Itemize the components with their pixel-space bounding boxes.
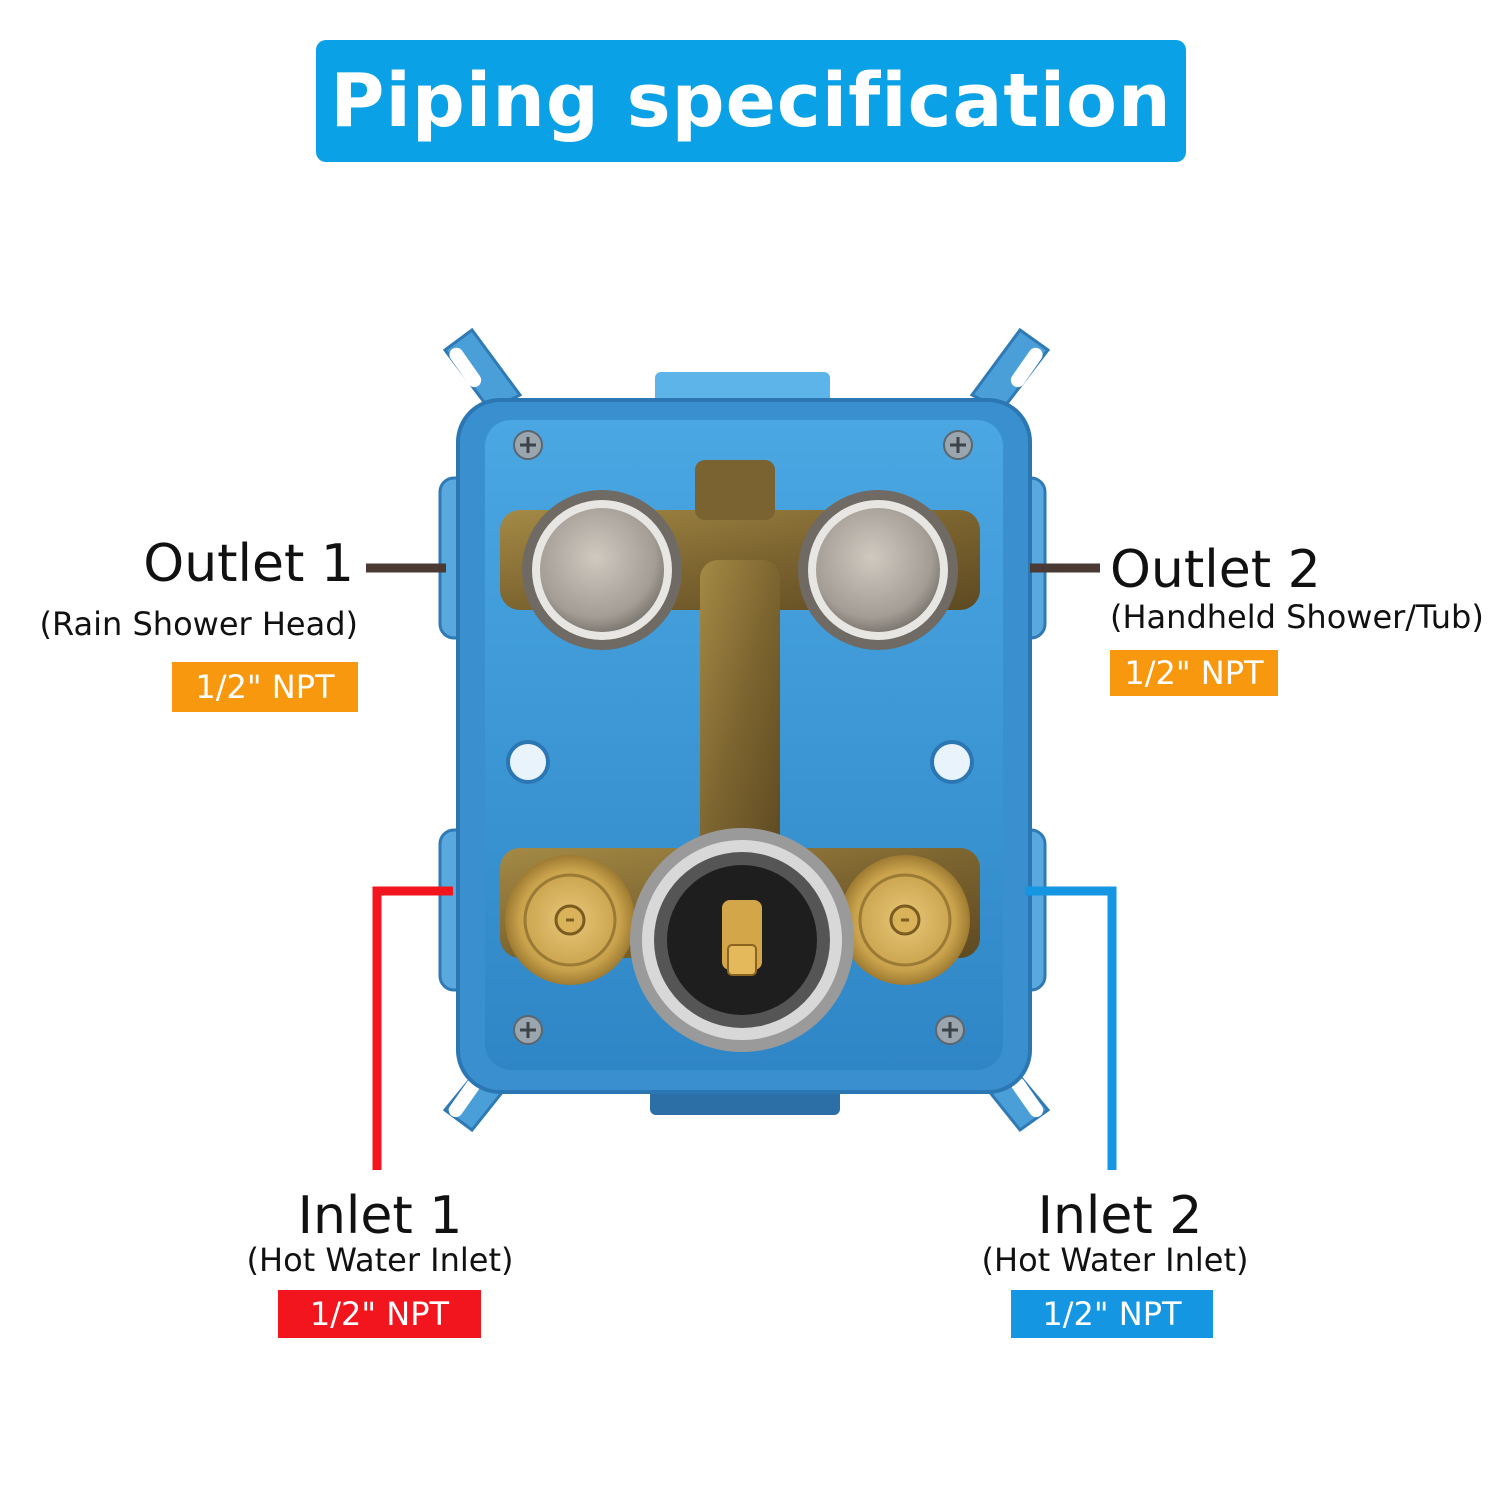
inlet2-description: (Hot Water Inlet) [981,1241,1249,1279]
screw-icon [513,430,543,460]
outlet2-spec: 1/2" NPT [1124,654,1264,692]
screw-icon [943,430,973,460]
outlet1-label: Outlet 1 [143,534,354,594]
mounting-hole-right [930,740,974,784]
screw-icon [935,1015,965,1045]
mounting-hole-left [506,740,550,784]
inlet2-label: Inlet 2 [1037,1186,1203,1246]
inlet1-line [372,886,453,1170]
outlet-cap-icon [522,490,682,650]
outlet2-description: (Handheld Shower/Tub) [1110,598,1484,636]
outlet2-label: Outlet 2 [1110,540,1321,600]
inlet1-label: Inlet 1 [297,1186,463,1246]
inlet2-line [1025,886,1117,1170]
title-banner: Piping specification [316,40,1186,162]
inlet1-spec-badge: 1/2" NPT [278,1290,481,1338]
outlet1-spec: 1/2" NPT [195,668,335,706]
inlet-fitting-icon [840,855,970,985]
page-title: Piping specification [330,58,1172,144]
outlet1-description: (Rain Shower Head) [39,605,358,643]
inlet2-spec-badge: 1/2" NPT [1011,1290,1213,1338]
outlet2-spec-badge: 1/2" NPT [1110,650,1278,696]
screw-icon [513,1015,543,1045]
inlet1-description: (Hot Water Inlet) [246,1241,514,1279]
inlet2-spec: 1/2" NPT [1042,1295,1182,1333]
cartridge-icon [630,828,854,1052]
outlet1-spec-badge: 1/2" NPT [172,662,358,712]
outlet-cap-icon [798,490,958,650]
mounting-tab-top-right [969,327,1051,412]
inlet1-spec: 1/2" NPT [309,1295,450,1333]
inlet-fitting-icon [505,855,635,985]
mounting-tab-top-left [442,327,523,412]
